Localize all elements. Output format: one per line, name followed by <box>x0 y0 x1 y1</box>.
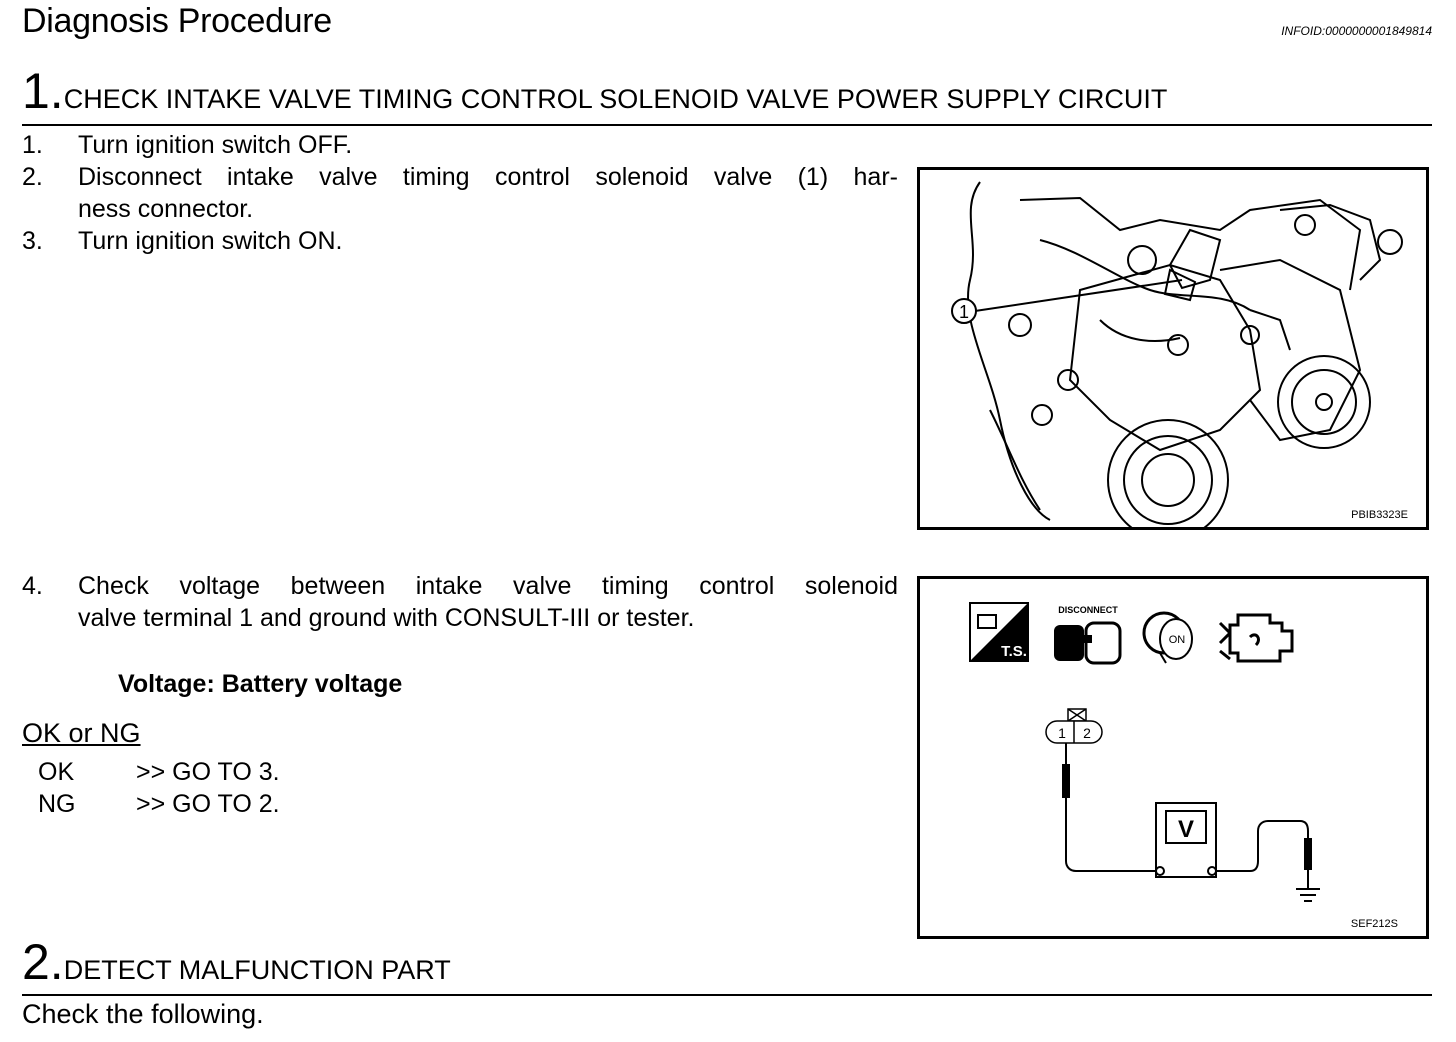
step2-number: 2. <box>22 934 64 990</box>
step2-heading: 2.DETECT MALFUNCTION PART <box>22 937 451 987</box>
ignition-on-icon: ON <box>1142 611 1193 664</box>
voltage-check-diagram: T.S. DISCONNECT ON 1 2 <box>969 602 1320 902</box>
figure2-code: SEF212S <box>1350 918 1398 930</box>
step2-rule <box>22 994 1432 996</box>
connector-pin-2: 2 <box>1083 725 1091 741</box>
voltage-spec: Voltage: Battery voltage <box>118 670 403 698</box>
disconnect-icon: DISCONNECT <box>1054 605 1122 665</box>
step1-rule <box>22 124 1432 126</box>
svg-text:DISCONNECT: DISCONNECT <box>1058 605 1118 615</box>
page-title: Diagnosis Procedure <box>22 2 332 40</box>
step2-intro: Check the following. <box>22 999 264 1029</box>
voltmeter: V <box>1155 802 1217 878</box>
step1-item4: 4.Check voltage between intake valve tim… <box>22 572 898 632</box>
list-item: 3.Turn ignition switch ON. <box>22 227 343 255</box>
ts-icon: T.S. <box>969 602 1029 662</box>
engine-icon <box>1218 613 1294 663</box>
connector-symbol: 1 2 <box>1045 708 1103 744</box>
engine-figure: 1 PBIB3323E <box>917 167 1429 541</box>
result-ok: OK>> GO TO 3. <box>38 758 280 786</box>
step1-heading: 1.CHECK INTAKE VALVE TIMING CONTROL SOLE… <box>22 66 1167 116</box>
list-item: 2.Disconnect intake valve timing control… <box>22 163 898 191</box>
info-id: INFOID:0000000001849814 <box>1281 24 1432 38</box>
figure1-code: PBIB3323E <box>1351 509 1408 521</box>
voltage-check-figure: T.S. DISCONNECT ON 1 2 <box>917 576 1429 939</box>
step1-title: CHECK INTAKE VALVE TIMING CONTROL SOLENO… <box>63 84 1168 114</box>
list-item: ness connector. <box>78 195 254 223</box>
step2-title: DETECT MALFUNCTION PART <box>63 955 451 985</box>
connector-pin-1: 1 <box>1058 725 1066 741</box>
test-leads <box>1062 743 1320 902</box>
engine-illustration: 1 <box>951 181 1403 541</box>
list-item: 1.Turn ignition switch OFF. <box>22 131 353 159</box>
step1-number: 1. <box>22 63 64 119</box>
result-ng: NG>> GO TO 2. <box>38 790 280 818</box>
ok-ng-heading: OK or NG <box>22 718 141 748</box>
callout-1-label: 1 <box>959 302 969 322</box>
step1-list: 1.Turn ignition switch OFF. 2.Disconnect… <box>22 129 898 257</box>
svg-text:V: V <box>1178 816 1194 843</box>
svg-text:ON: ON <box>1169 634 1186 646</box>
svg-text:T.S.: T.S. <box>1001 643 1027 660</box>
